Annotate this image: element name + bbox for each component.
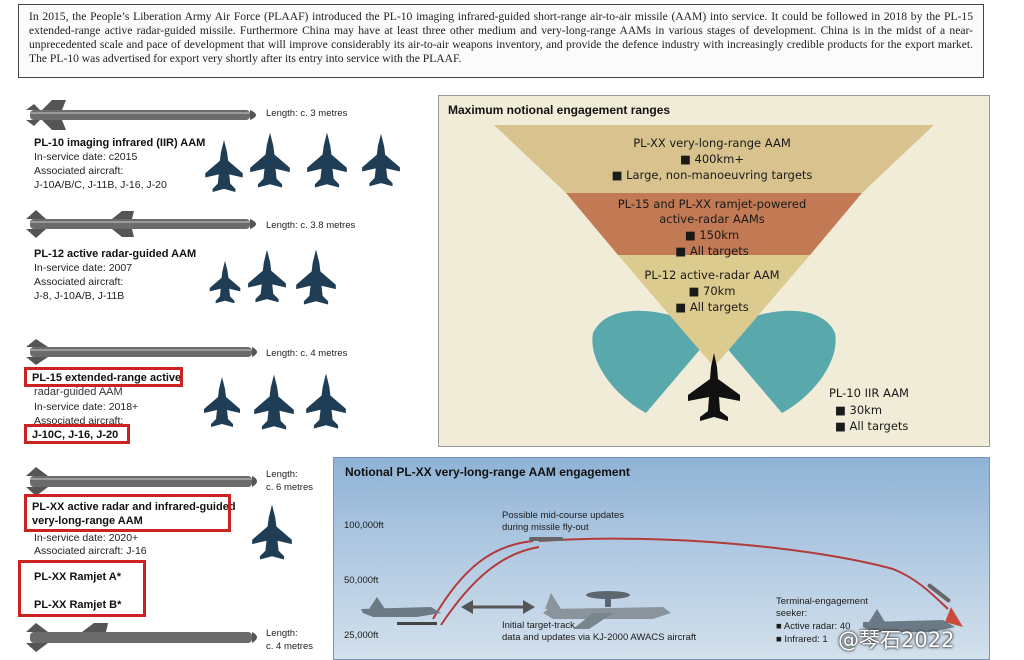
updates-label-line2: during missile fly-out xyxy=(502,522,589,533)
plxx-title-line2: very-long-range AAM xyxy=(32,515,143,527)
pl12-aircraft: J-8, J-10A/B, J-11B xyxy=(34,290,125,302)
pl15-length: Length: c. 4 metres xyxy=(266,348,348,359)
plxx-missile-illustration xyxy=(26,467,257,496)
seeker-active-radar: ■ Active radar: 40 xyxy=(776,621,851,632)
ramjet-highlight xyxy=(18,560,146,617)
engagement-title: Notional PL-XX very-long-range AAM engag… xyxy=(345,465,630,479)
pl10-title: PL-10 imaging infrared (IIR) AAM xyxy=(34,137,206,149)
ramjet-a-title: PL-XX Ramjet A* xyxy=(34,571,122,583)
pl10-length: Length: c. 3 metres xyxy=(266,108,348,119)
band1-targets: ■ Large, non-manoeuvring targets xyxy=(611,168,813,182)
jet-silhouette xyxy=(250,500,294,564)
pl15-title: PL-15 extended-range active xyxy=(32,372,182,384)
band4-targets: ■ All targets xyxy=(835,419,909,433)
track-label: Initial target-track xyxy=(502,620,575,631)
updates-label: Possible mid-course updates xyxy=(502,510,624,521)
plxx-aircraft: Associated aircraft: J-16 xyxy=(34,545,147,557)
band1-range: ■ 400km+ xyxy=(680,152,744,166)
jet-silhouette xyxy=(208,258,242,306)
pl15-missile-illustration xyxy=(26,339,257,365)
band2-title-line2: active-radar AAMs xyxy=(659,212,765,226)
pl10-missile-illustration xyxy=(26,100,256,130)
pl15-title-line2: radar-guided AAM xyxy=(34,386,123,398)
ranges-title: Maximum notional engagement ranges xyxy=(448,103,671,117)
band4-range: ■ 30km xyxy=(835,403,883,417)
plxx-title-highlight xyxy=(24,494,231,532)
pl12-title: PL-12 active radar-guided AAM xyxy=(34,248,197,260)
ramjet-length-value: c. 4 metres xyxy=(266,641,313,652)
altitude-50k: 50,000ft xyxy=(344,575,379,586)
jet-silhouette xyxy=(304,368,348,434)
plxx-service-date: In-service date: 2020+ xyxy=(34,532,139,544)
altitude-100k: 100,000ft xyxy=(344,520,384,531)
band1-title: PL-XX very-long-range AAM xyxy=(633,136,791,150)
pl12-service-date: In-service date: 2007 xyxy=(34,262,133,274)
jet-silhouette xyxy=(202,372,242,432)
pl15-aircraft-highlight xyxy=(24,424,130,444)
ramjet-length: Length: xyxy=(266,628,298,639)
jet-silhouette xyxy=(252,370,296,434)
seeker-label: Terminal-engagement xyxy=(776,596,868,607)
pl10-service-date: In-service date: c2015 xyxy=(34,151,138,163)
watermark: @琴石2022 xyxy=(838,628,955,652)
engagement-diagram xyxy=(361,537,963,632)
seeker-label-line2: seeker: xyxy=(776,608,808,619)
pl12-length: Length: c. 3.8 metres xyxy=(266,220,356,231)
seeker-infrared: ■ Infrared: 1 xyxy=(776,634,828,645)
jet-silhouette xyxy=(305,128,349,192)
jet-silhouette xyxy=(248,128,292,192)
jet-silhouette xyxy=(360,128,402,192)
altitude-25k: 25,000ft xyxy=(344,630,379,641)
plxx-title: PL-XX active radar and infrared-guided xyxy=(32,501,236,513)
pl15-service-date: In-service date: 2018+ xyxy=(34,401,139,413)
band3-targets: ■ All targets xyxy=(675,300,749,314)
band2-range: ■ 150km xyxy=(684,228,740,242)
band2-targets: ■ All targets xyxy=(675,244,749,258)
pl12-aircraft-label: Associated aircraft: xyxy=(34,276,124,288)
pl10-aircraft-label: Associated aircraft: xyxy=(34,165,124,177)
pl12-missile-illustration xyxy=(26,210,256,238)
jet-silhouette xyxy=(294,245,338,309)
pl15-title-highlight xyxy=(24,367,183,387)
intro-paragraph: In 2015, the People’s Liberation Army Ai… xyxy=(18,4,984,78)
jet-silhouette xyxy=(246,245,288,307)
pl15-aircraft: J-10C, J-16, J-20 xyxy=(32,429,119,441)
band2-title: PL-15 and PL-XX ramjet-powered xyxy=(617,197,807,211)
ramjet-missile-illustration xyxy=(26,623,257,652)
plxx-length-value: c. 6 metres xyxy=(266,482,313,493)
jet-silhouette xyxy=(203,140,245,192)
plxx-length: Length: xyxy=(266,469,298,480)
ranges-diagram xyxy=(494,125,934,421)
band3-title: PL-12 active-radar AAM xyxy=(644,268,780,282)
track-label-line2: data and updates via KJ-2000 AWACS aircr… xyxy=(502,632,697,643)
band3-range: ■ 70km xyxy=(688,284,736,298)
ramjet-b-title: PL-XX Ramjet B* xyxy=(34,599,122,611)
band4-title: PL-10 IIR AAM xyxy=(829,386,909,400)
pl10-aircraft: J-10A/B/C, J-11B, J-16, J-20 xyxy=(34,179,167,191)
